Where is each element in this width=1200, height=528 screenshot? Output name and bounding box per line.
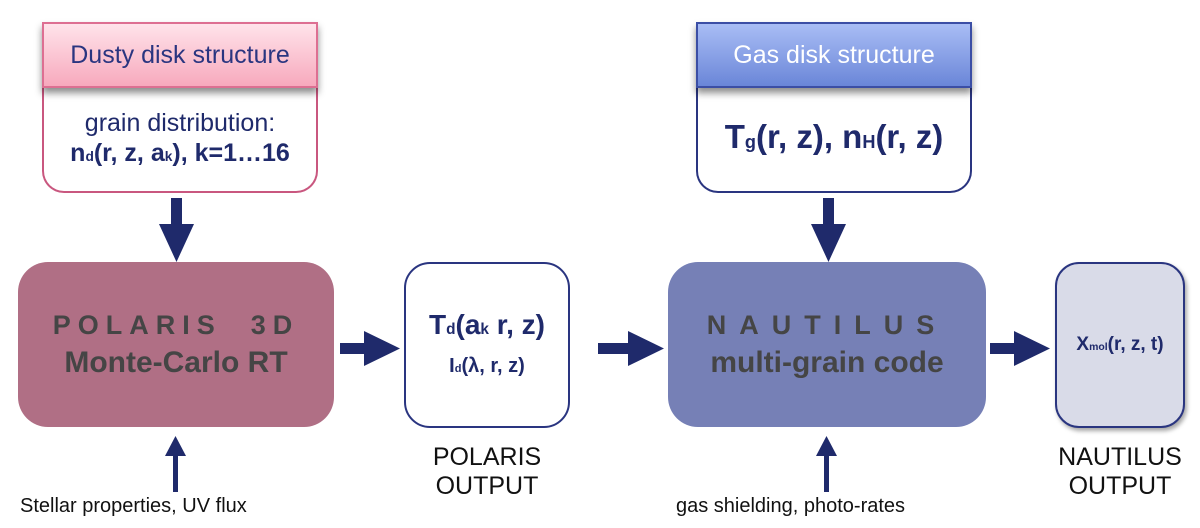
abundance-formula: Xmol(r, z, t)	[1076, 334, 1163, 356]
formula-symbol: I	[449, 355, 455, 377]
radiation-field-formula: Id(λ, r, z)	[449, 350, 525, 385]
formula-args: (r, z)	[875, 118, 944, 155]
polaris-title: POLARIS 3D	[52, 309, 300, 340]
formula-subscript: d	[454, 363, 462, 375]
formula-args: (r, z, a	[93, 138, 165, 167]
formula-args: (r, z, t)	[1107, 334, 1164, 355]
nautilus-code-box: NAUTILUS multi-grain code	[668, 262, 986, 427]
formula-symbol: n	[70, 138, 86, 167]
formula-symbol: T	[429, 309, 447, 340]
arrow-stellar-to-polaris	[165, 436, 186, 492]
formula-args: (a	[455, 309, 481, 340]
caption-line: NAUTILUS	[1058, 443, 1182, 471]
polaris-subtitle: Monte-Carlo RT	[64, 345, 288, 379]
polaris-output-box: Td(ak r, z) Id(λ, r, z)	[404, 262, 570, 428]
arrow-polaris-to-output	[340, 331, 400, 366]
formula-args: (λ, r, z)	[461, 355, 525, 377]
formula-subscript: k	[164, 148, 173, 164]
grain-distribution-label: grain distribution:	[84, 108, 276, 137]
formula-args: (r, z), n	[755, 118, 863, 155]
polaris-output-caption: POLARIS OUTPUT	[404, 443, 570, 501]
nautilus-output-caption: NAUTILUS OUTPUT	[1040, 443, 1200, 501]
formula-subscript: k	[480, 321, 489, 338]
grain-distribution-formula: nd(r, z, ak), k=1…16	[70, 138, 290, 172]
arrow-output-to-nautilus	[598, 331, 664, 366]
nautilus-output-box: Xmol(r, z, t)	[1055, 262, 1185, 428]
arrow-shielding-to-nautilus	[816, 436, 837, 492]
formula-subscript: d	[446, 321, 456, 338]
arrow-nautilus-to-output	[990, 331, 1050, 366]
formula-subscript: H	[862, 132, 876, 152]
gas-disk-body: Tg(r, z), nH(r, z)	[696, 88, 972, 193]
dusty-disk-header: Dusty disk structure	[42, 22, 318, 88]
caption-line: OUTPUT	[435, 472, 539, 500]
formula-subscript: g	[744, 132, 756, 152]
nautilus-subtitle: multi-grain code	[710, 345, 944, 379]
gas-disk-formula: Tg(r, z), nH(r, z)	[725, 117, 944, 162]
stellar-input-caption: Stellar properties, UV flux	[20, 495, 247, 517]
caption-line: POLARIS	[432, 443, 542, 471]
formula-args: ), k=1…16	[172, 138, 290, 167]
arrow-dusty-to-polaris	[159, 198, 194, 262]
nautilus-title: NAUTILUS	[706, 309, 948, 340]
dusty-disk-body: grain distribution: nd(r, z, ak), k=1…16	[42, 88, 318, 193]
polaris-code-box: POLARIS 3D Monte-Carlo RT	[18, 262, 334, 427]
gas-input-caption: gas shielding, photo-rates	[676, 495, 906, 517]
formula-symbol: X	[1076, 334, 1090, 355]
arrow-gas-to-nautilus	[811, 198, 846, 262]
caption-line: OUTPUT	[1068, 472, 1172, 500]
formula-subscript: d	[85, 148, 94, 164]
formula-symbol: T	[724, 118, 745, 155]
formula-subscript: mol	[1089, 342, 1108, 353]
gas-disk-header: Gas disk structure	[696, 22, 972, 88]
formula-args: r, z)	[488, 309, 545, 340]
dust-temperature-formula: Td(ak r, z)	[429, 305, 545, 350]
